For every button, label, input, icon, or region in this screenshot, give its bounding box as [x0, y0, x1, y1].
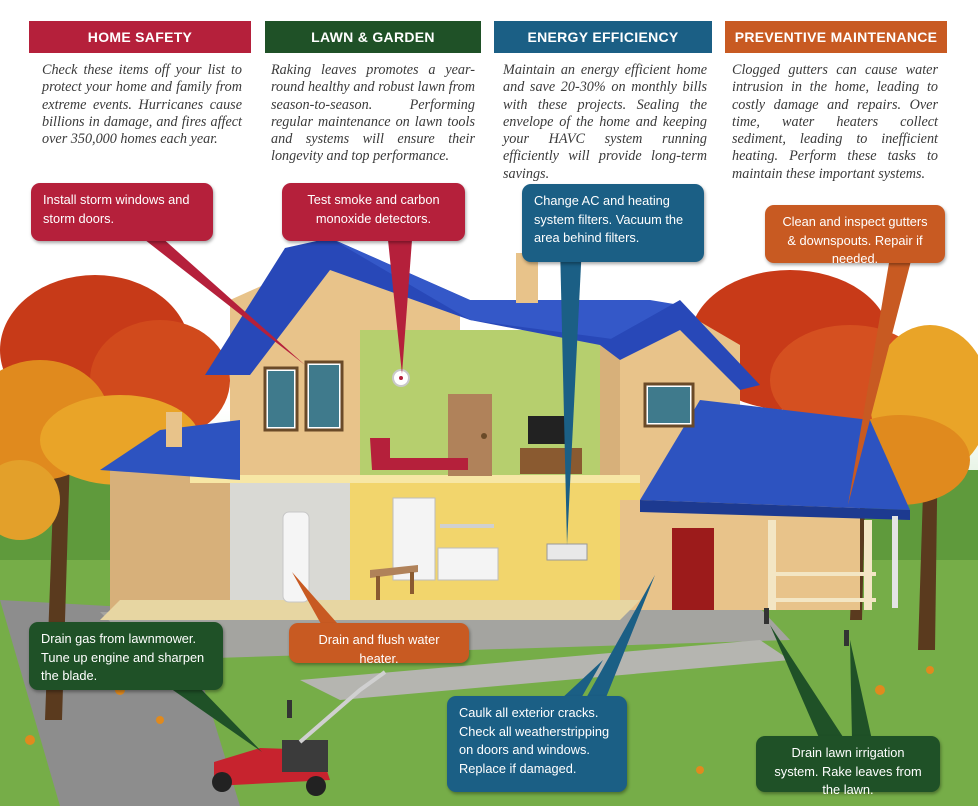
house-illustration — [0, 186, 978, 806]
storm-windows-callout: Install storm windows and storm doors. — [31, 183, 213, 241]
preventive-maintenance-description: Clogged gutters can cause water intrusio… — [732, 62, 938, 182]
lawn-garden-description: Raking leaves promotes a year-round heal… — [271, 62, 475, 165]
irrigation-callout: Drain lawn irrigation system. Rake leave… — [756, 736, 940, 797]
home-safety-header: HOME SAFETY — [29, 21, 251, 53]
lawnmower — [212, 670, 387, 796]
smoke-detectors-callout: Test smoke and carbon monoxide detectors… — [282, 183, 465, 241]
water-heater-callout: Drain and flush water heater. — [289, 623, 469, 666]
preventive-maintenance-header: PREVENTIVE MAINTENANCE — [725, 21, 947, 53]
house — [100, 238, 910, 620]
ac-filters-callout: Change AC and heating system filters. Va… — [522, 184, 704, 262]
energy-efficiency-header: ENERGY EFFICIENCY — [494, 21, 712, 53]
gutters-callout: Clean and inspect gutters & downspouts. … — [765, 205, 945, 266]
caulk-callout: Caulk all exterior cracks. Check all wea… — [447, 696, 627, 792]
energy-efficiency-description: Maintain an energy efficient home and sa… — [503, 62, 707, 182]
home-safety-description: Check these items off your list to prote… — [42, 62, 242, 148]
lawn-garden-header: LAWN & GARDEN — [265, 21, 481, 53]
lawnmower-callout: Drain gas from lawnmower. Tune up engine… — [29, 622, 223, 690]
